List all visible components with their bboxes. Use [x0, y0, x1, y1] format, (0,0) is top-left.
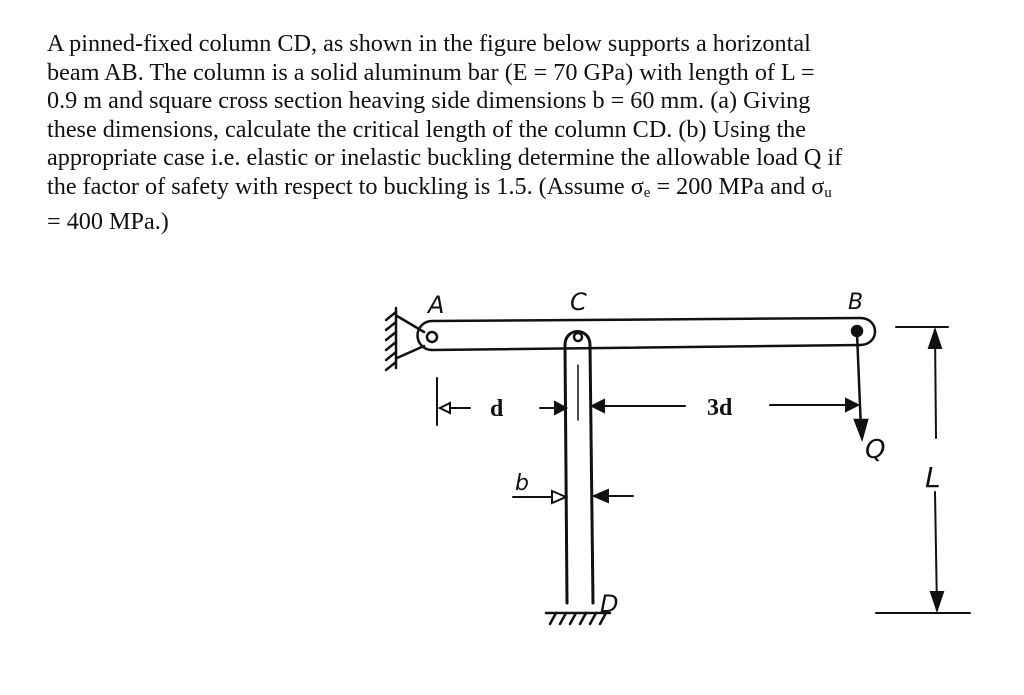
wall-support-icon: [384, 306, 398, 372]
dimension-d: [436, 377, 569, 426]
dimension-3d: [589, 397, 861, 414]
line6-middle: = 200 MPa and σ: [650, 172, 825, 200]
label-a: A: [426, 291, 444, 319]
beam-ab: [416, 316, 877, 352]
column-cd: [563, 330, 595, 605]
pin-a-icon: [425, 330, 439, 344]
label-c: C: [570, 288, 587, 316]
dimension-l: [875, 326, 971, 614]
problem-line-3: 0.9 m and square cross section heaving s…: [47, 87, 811, 115]
label-b: B: [848, 290, 863, 315]
problem-line-2: beam AB. The column is a solid aluminum …: [47, 58, 815, 86]
label-b-dim: b: [515, 471, 529, 496]
sigma-e-subscript: e: [643, 184, 651, 201]
problem-line-6: the factor of safety with respect to buc…: [47, 173, 977, 208]
label-d-dim: d: [490, 396, 504, 422]
fixed-base-d-icon: [544, 611, 612, 626]
dimension-b: [512, 488, 634, 505]
problem-line-4: these dimensions, calculate the critical…: [47, 115, 807, 143]
problem-line-5: appropriate case i.e. elastic or inelast…: [47, 144, 843, 172]
problem-line-7: = 400 MPa.): [47, 207, 169, 235]
problem-line-1: A pinned-fixed column CD, as shown in th…: [47, 30, 811, 57]
label-3d-dim: 3d: [707, 395, 733, 421]
line6-before: the factor of safety with respect to buc…: [47, 172, 644, 200]
pin-c-icon: [572, 331, 584, 343]
label-l: L: [925, 461, 941, 494]
problem-statement: A pinned-fixed column CD, as shown in th…: [47, 30, 977, 236]
pin-support-a-icon: [395, 314, 426, 360]
sigma-u-subscript: u: [824, 184, 832, 201]
load-q-arrow-icon: [853, 331, 869, 442]
label-d-point: D: [600, 590, 618, 618]
label-q: Q: [865, 435, 885, 465]
